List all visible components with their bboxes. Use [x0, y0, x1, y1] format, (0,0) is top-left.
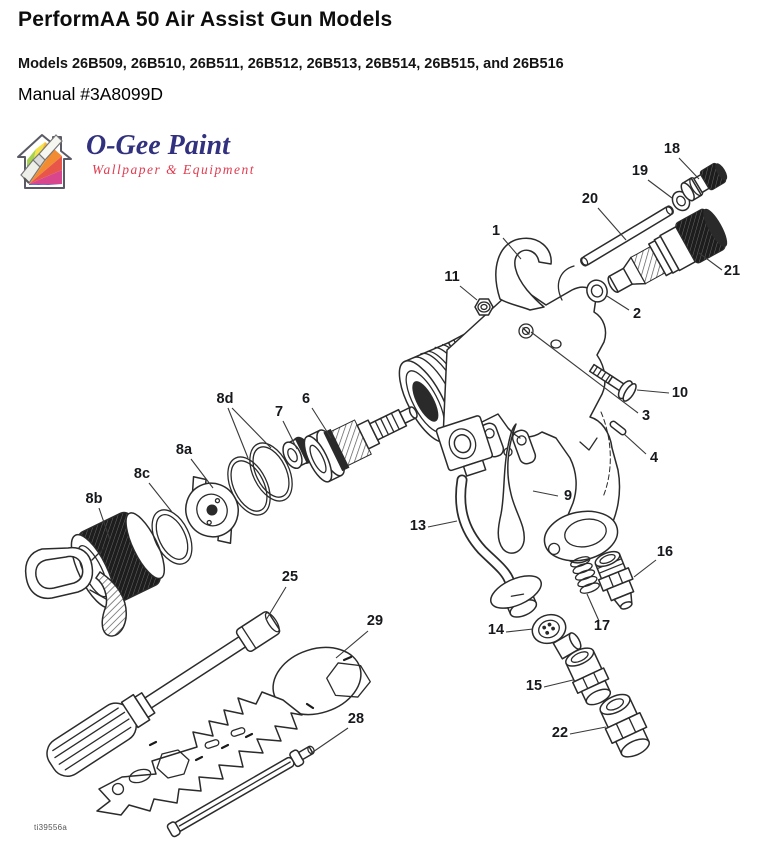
part-17-spring: [570, 556, 600, 594]
part-29-multi-tool-wrench: [96, 646, 371, 816]
part-2-seal: [586, 279, 608, 303]
leader-line-20: [597, 207, 627, 241]
part-20-rod: [580, 205, 674, 267]
rainbow-house-paintbrush-icon: [17, 134, 72, 189]
hex-opening: [326, 662, 371, 698]
part-14-filter-nut: [531, 613, 582, 660]
callout-4: 4: [650, 450, 658, 466]
callout-15: 15: [526, 678, 542, 694]
figure-id: ti39556a: [34, 823, 68, 832]
part-28-cleaning-rod: [166, 745, 315, 838]
callout-19: 19: [632, 163, 648, 179]
part-8b-guard: [24, 511, 166, 637]
callout-29: 29: [367, 613, 383, 629]
part-9-trigger: [497, 423, 525, 554]
callout-8b: 8b: [86, 491, 103, 507]
callout-6: 6: [302, 391, 310, 407]
leader-line-17: [586, 593, 600, 622]
callout-3: 3: [642, 408, 650, 424]
manual-number: Manual #3A8099D: [18, 84, 163, 104]
logo-name: O-Gee Paint: [86, 130, 230, 161]
leader-line-11: [459, 285, 478, 301]
leader-line-8d: [231, 407, 272, 449]
leader-line-8d: [227, 407, 249, 459]
leader-line-4: [623, 433, 647, 455]
leader-line-29: [335, 630, 369, 659]
leader-line-9: [532, 490, 559, 497]
callout-7: 7: [275, 404, 283, 420]
leader-line-2: [606, 295, 630, 311]
leader-line-25: [265, 586, 287, 621]
leader-line-8c: [148, 482, 173, 513]
part-8d-o-rings: [227, 442, 293, 516]
part-4-pin: [609, 420, 627, 436]
leader-line-18: [678, 157, 700, 180]
part-13-fluid-tube: [435, 415, 542, 618]
callout-2: 2: [633, 306, 641, 322]
leader-line-19: [647, 179, 673, 199]
leader-line-7: [282, 420, 298, 450]
callout-18: 18: [664, 141, 680, 157]
callout-13: 13: [410, 518, 426, 534]
callout-28: 28: [348, 711, 364, 727]
leader-line-21: [698, 252, 723, 271]
part-22-swivel: [599, 693, 650, 758]
callout-1: 1: [492, 223, 500, 239]
leader-line-1: [502, 237, 522, 260]
callout-17: 17: [594, 618, 610, 634]
part-18-fitting: [680, 162, 728, 202]
part-15-fitting: [565, 647, 612, 706]
leader-line-15: [543, 679, 574, 688]
part-25-nut-driver: [46, 611, 281, 777]
part-10-screw: [588, 363, 637, 402]
leader-line-8b: [98, 507, 111, 541]
part-6-nozzle-assembly: [303, 406, 418, 483]
callout-8d: 8d: [217, 391, 234, 407]
leader-line-28: [309, 727, 349, 755]
leader-line-13: [427, 520, 458, 528]
part-21-needle-assembly: [607, 208, 728, 293]
models-line: Models 26B509, 26B510, 26B511, 26B512, 2…: [18, 56, 564, 72]
callout-layer: 1 2 3 4 6 7 8a 8b 8c 8d 9 10 11 13 14 15 16 17 18 19 20 21 22 2…: [86, 141, 740, 755]
callout-11: 11: [444, 269, 459, 285]
ogee-paint-logo: O-Gee Paint Wallpaper & Equipment: [12, 126, 255, 194]
callout-25: 25: [282, 569, 298, 585]
trigger-ear-right: [511, 429, 537, 465]
trigger-stud: [518, 323, 562, 349]
callout-9: 9: [564, 488, 572, 504]
part-1-gun-body: [398, 237, 621, 564]
paintbrush-icon: [20, 134, 63, 184]
leader-line-22: [569, 726, 607, 735]
callout-22: 22: [552, 725, 568, 741]
part-8a-air-cap: [185, 475, 239, 545]
page-title: PerformAA 50 Air Assist Gun Models: [18, 8, 393, 31]
callout-8c: 8c: [134, 466, 150, 482]
leader-line-14: [505, 628, 534, 633]
callout-21: 21: [724, 263, 740, 279]
part-8c-o-ring: [151, 509, 193, 565]
part-11-nut: [474, 298, 494, 316]
callout-8a: 8a: [176, 442, 193, 458]
callout-16: 16: [657, 544, 673, 560]
leader-line-3: [530, 331, 639, 414]
callout-14: 14: [488, 622, 504, 638]
gun-hook: [495, 237, 552, 311]
callout-20: 20: [582, 191, 598, 207]
handle-base-ring: [543, 510, 619, 562]
callout-10: 10: [672, 385, 688, 401]
logo-tagline: Wallpaper & Equipment: [92, 162, 255, 177]
leader-line-10: [636, 389, 670, 394]
leader-line-6: [311, 407, 332, 439]
leader-line-16: [633, 559, 657, 578]
part-16-valve: [594, 550, 635, 610]
leader-line-8a: [190, 458, 214, 489]
